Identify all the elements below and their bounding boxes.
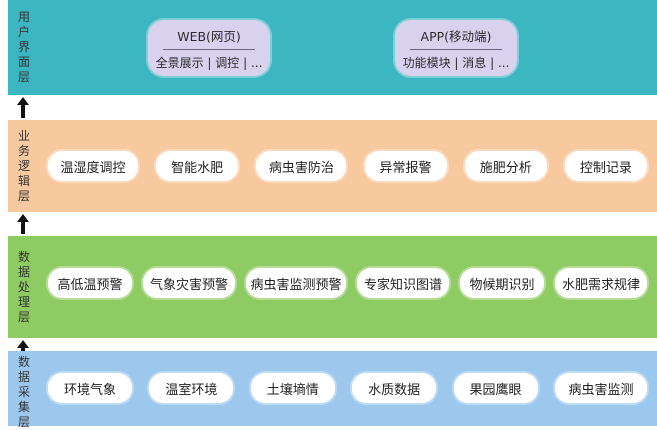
ui-layer-label-char: 户 bbox=[17, 25, 30, 39]
processing-layer-label-char: 层 bbox=[17, 309, 30, 324]
item-expert-knowledge-graph: 专家知识图谱 bbox=[357, 268, 449, 298]
item-phenology-recognition: 物候期识别 bbox=[460, 268, 544, 298]
business-layer-label-char: 逻 bbox=[17, 158, 30, 173]
business-layer-label-char: 务 bbox=[17, 143, 30, 158]
processing-layer-label-char: 理 bbox=[17, 294, 30, 309]
ui-layer-label-char: 面 bbox=[17, 55, 30, 69]
acquisition-layer-label-char: 数 bbox=[17, 355, 30, 369]
item-greenhouse-environment: 温室环境 bbox=[149, 373, 234, 403]
item-pest-monitoring: 病虫害监测 bbox=[554, 373, 647, 403]
web-subtitle: 全景展示 | 调控 | ... bbox=[155, 55, 263, 70]
item-pest-control: 病虫害防治 bbox=[256, 151, 347, 181]
business-logic-layer: 业 务 逻 辑 层 温湿度调控 智能水肥 病虫害防治 异常报警 施肥分析 控制记… bbox=[8, 120, 657, 212]
divider bbox=[163, 48, 255, 50]
business-layer-label-char: 层 bbox=[17, 188, 30, 203]
item-temp-humidity-control: 温湿度调控 bbox=[48, 151, 138, 181]
item-temperature-warning: 高低温预警 bbox=[48, 268, 132, 298]
acquisition-layer-label-char: 集 bbox=[17, 400, 30, 414]
item-water-quality-data: 水质数据 bbox=[352, 373, 437, 403]
item-control-records: 控制记录 bbox=[564, 151, 647, 181]
web-box: WEB(网页) 全景展示 | 调控 | ... bbox=[148, 20, 270, 76]
ui-layer: 用 户 界 面 层 WEB(网页) 全景展示 | 调控 | ... APP(移动… bbox=[8, 0, 657, 95]
item-fertigation-demand-pattern: 水肥需求规律 bbox=[555, 268, 647, 298]
ui-layer-label: 用 户 界 面 层 bbox=[8, 0, 40, 95]
app-title: APP(移动端) bbox=[420, 28, 492, 44]
item-pest-monitoring-warning: 病虫害监测预警 bbox=[246, 268, 346, 298]
item-anomaly-alarm: 异常报警 bbox=[364, 151, 447, 181]
business-layer-label-char: 辑 bbox=[17, 173, 30, 188]
processing-layer-label-char: 据 bbox=[17, 264, 30, 279]
processing-layer-label-char: 处 bbox=[17, 279, 30, 294]
acquisition-layer-label-char: 层 bbox=[17, 415, 30, 429]
divider bbox=[410, 48, 502, 50]
ui-layer-label-char: 界 bbox=[17, 40, 30, 54]
acquisition-layer-label-char: 采 bbox=[17, 385, 30, 399]
item-smart-fertigation: 智能水肥 bbox=[156, 151, 239, 181]
item-weather-disaster-warning: 气象灾害预警 bbox=[143, 268, 235, 298]
ui-layer-label-char: 层 bbox=[17, 70, 30, 84]
data-acquisition-layer: 数 据 采 集 层 环境气象 温室环境 土壤墒情 水质数据 果园鹰眼 病虫害监测 bbox=[8, 351, 657, 429]
item-soil-moisture: 土壤墒情 bbox=[250, 373, 335, 403]
web-title: WEB(网页) bbox=[177, 28, 241, 44]
acquisition-layer-label-char: 据 bbox=[17, 370, 30, 384]
item-orchard-eagle-eye: 果园鹰眼 bbox=[453, 373, 538, 403]
business-layer-label-char: 业 bbox=[17, 128, 30, 143]
item-fertilization-analysis: 施肥分析 bbox=[464, 151, 547, 181]
data-processing-layer: 数 据 处 理 层 高低温预警 气象灾害预警 病虫害监测预警 专家知识图谱 物候… bbox=[8, 236, 657, 338]
processing-layer-label-char: 数 bbox=[17, 249, 30, 264]
app-box: APP(移动端) 功能模块 | 消息 | ... bbox=[395, 20, 517, 76]
acquisition-layer-label: 数 据 采 集 层 bbox=[8, 351, 40, 430]
item-environment-weather: 环境气象 bbox=[48, 373, 132, 403]
processing-layer-label: 数 据 处 理 层 bbox=[8, 236, 40, 338]
business-layer-label: 业 务 逻 辑 层 bbox=[8, 120, 40, 212]
app-subtitle: 功能模块 | 消息 | ... bbox=[402, 55, 510, 70]
ui-layer-label-char: 用 bbox=[17, 10, 30, 24]
